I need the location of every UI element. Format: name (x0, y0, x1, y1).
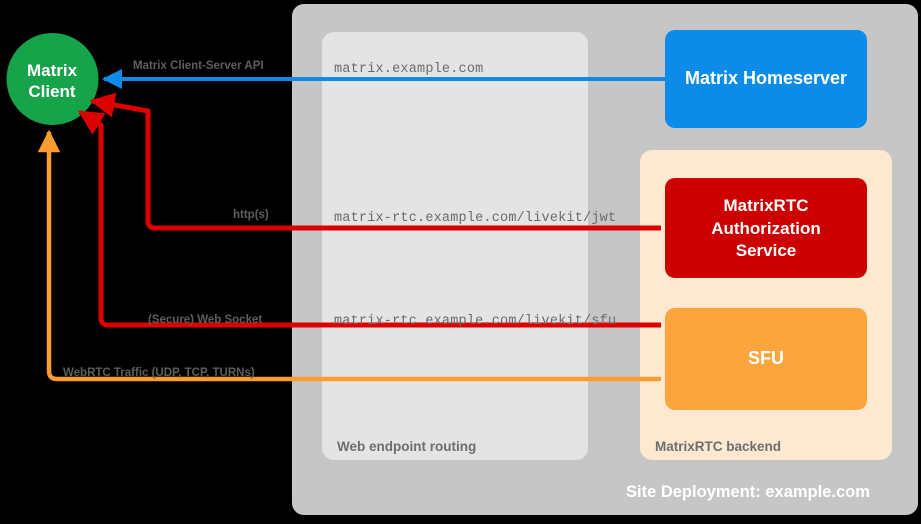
service-label-matrix-homeserver: Matrix Homeserver (684, 68, 848, 88)
connection-label-webrtc-traffic: WebRTC Traffic (UDP, TCP, TURNs) (63, 367, 255, 379)
arrow-https (89, 92, 661, 231)
service-label-matrixrtc-authorization-service: MatrixRTC Authorization Service (665, 195, 867, 263)
service-label-line2: Authorization (711, 218, 821, 238)
service-box-sfu[interactable] (665, 308, 867, 410)
container-label-site-deployment: Site Deployment: example.com (626, 483, 870, 501)
node-matrix-client-label-line2: Client (28, 82, 76, 102)
node-matrix-client-label: Matrix Client (6, 60, 98, 103)
service-label-line1: MatrixRTC (723, 196, 809, 215)
endpoint-url-jwt: matrix-rtc.example.com/livekit/jwt (334, 211, 617, 226)
endpoint-url-sfu: matrix-rtc.example.com/livekit/sfu (334, 314, 617, 329)
service-box-matrixrtc-authorization-service[interactable] (665, 178, 867, 278)
node-matrix-client-label-line1: Matrix (26, 61, 78, 80)
arrow-webrtc-traffic (37, 129, 661, 382)
node-matrix-client[interactable] (6, 33, 99, 125)
container-web-endpoint-routing (322, 32, 588, 460)
container-label-matrixrtc-backend: MatrixRTC backend (655, 439, 782, 454)
container-label-web-endpoint-routing: Web endpoint routing (337, 439, 477, 454)
service-box-matrix-homeserver[interactable] (665, 30, 867, 128)
endpoint-url-matrix: matrix.example.com (334, 62, 484, 77)
connection-label-matrix-client-server-api: Matrix Client-Server API (133, 60, 264, 72)
service-label-sfu: SFU (748, 348, 784, 368)
connection-label-secure-web-socket: (Secure) Web Socket (148, 314, 263, 326)
arrow-secure-web-socket (77, 109, 661, 328)
service-label-line3: Service (735, 241, 797, 261)
connection-label-https: http(s) (233, 209, 269, 221)
